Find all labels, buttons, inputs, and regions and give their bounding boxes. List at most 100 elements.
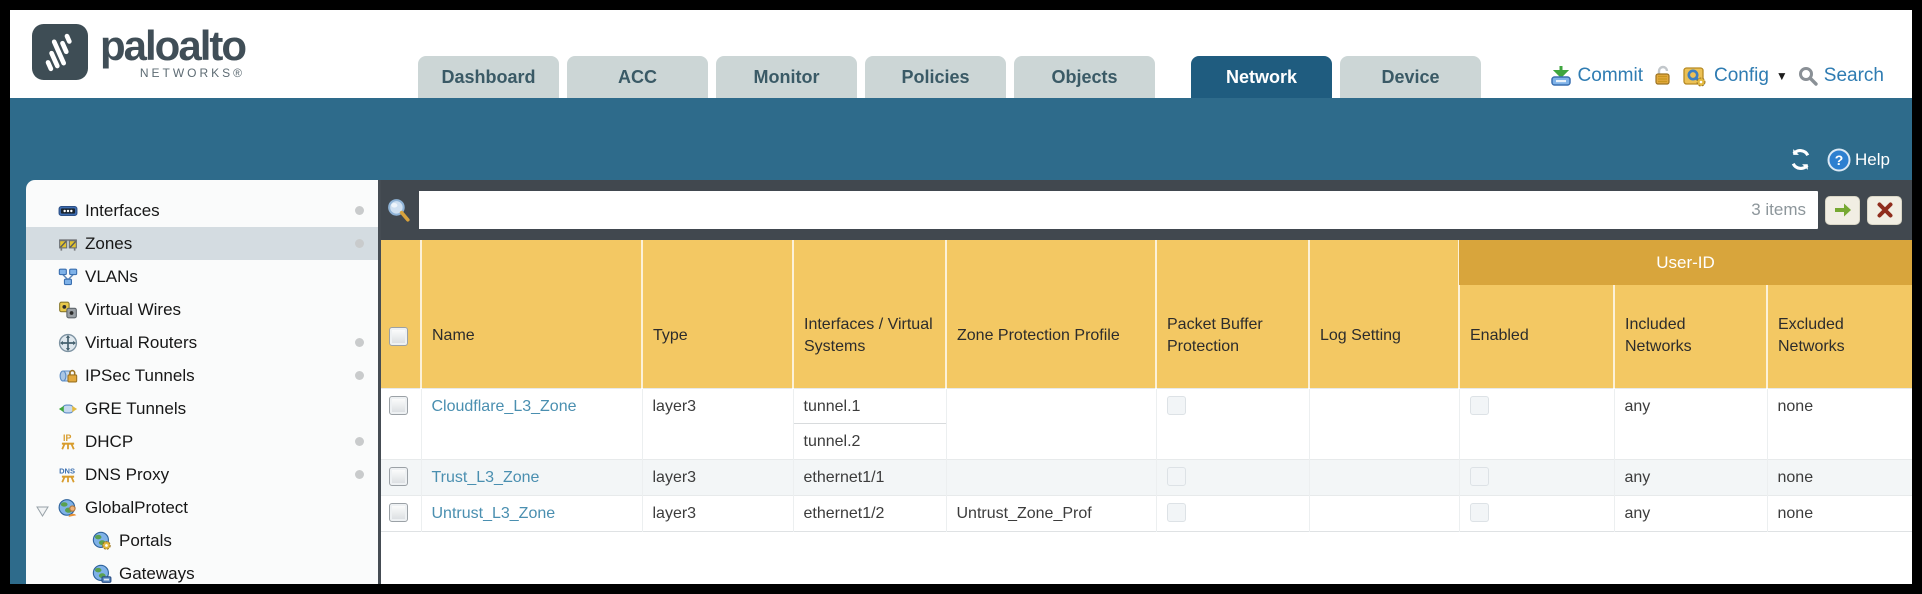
global-search-button[interactable]: Search bbox=[1797, 65, 1884, 87]
user-id-enabled-checkbox[interactable] bbox=[1469, 395, 1489, 415]
search-icon bbox=[1798, 67, 1818, 86]
sidebar-item-label: VLANs bbox=[85, 266, 138, 286]
column-header-type[interactable]: Type bbox=[642, 240, 794, 388]
arrow-right-icon bbox=[1834, 203, 1851, 217]
sidebar-item-gre-tunnels[interactable]: GRE Tunnels bbox=[26, 392, 378, 425]
sidebar-item-label: DHCP bbox=[85, 431, 134, 451]
help-button[interactable]: ? Help bbox=[1827, 148, 1890, 172]
row-select-checkbox[interactable] bbox=[389, 395, 408, 415]
brand-logo: paloalto NETWORKS® bbox=[32, 24, 247, 80]
sidebar-item-label: GlobalProtect bbox=[85, 497, 188, 517]
row-select-cell bbox=[381, 495, 422, 531]
tab-monitor[interactable]: Monitor bbox=[716, 56, 857, 98]
dhcp-icon: IP bbox=[58, 432, 78, 452]
sidebar-item-virtual-wires[interactable]: Virtual Wires bbox=[26, 293, 378, 326]
column-header-zone-protection-profile[interactable]: Zone Protection Profile bbox=[946, 240, 1157, 388]
tab-policies[interactable]: Policies bbox=[865, 56, 1006, 98]
filter-toolbar: 3 items bbox=[381, 180, 1912, 240]
user-id-enabled-checkbox[interactable] bbox=[1469, 466, 1489, 486]
user-id-enabled-checkbox[interactable] bbox=[1469, 502, 1489, 522]
cell-included-networks: any bbox=[1614, 388, 1768, 459]
cell-type: layer3 bbox=[642, 459, 794, 495]
ipsec-tunnels-icon bbox=[58, 366, 78, 386]
status-dot bbox=[355, 239, 364, 248]
vlans-icon bbox=[58, 267, 78, 287]
select-all-header-cell bbox=[381, 240, 422, 388]
sidebar-item-label: GRE Tunnels bbox=[85, 398, 187, 418]
sidebar-item-vlans[interactable]: VLANs bbox=[26, 260, 378, 293]
globalprotect-icon bbox=[58, 498, 78, 518]
zone-name-link[interactable]: Trust_L3_Zone bbox=[431, 468, 540, 486]
sidebar-item-ipsec-tunnels[interactable]: IPSec Tunnels bbox=[26, 359, 378, 392]
tab-dashboard[interactable]: Dashboard bbox=[418, 56, 559, 98]
sidebar-item-globalprotect[interactable]: GlobalProtect bbox=[26, 491, 378, 524]
sidebar-item-gateways[interactable]: Gateways bbox=[26, 557, 378, 584]
status-dot bbox=[355, 338, 364, 347]
cell-name: Untrust_L3_Zone bbox=[421, 495, 643, 531]
tab-acc[interactable]: ACC bbox=[567, 56, 708, 98]
sidebar-item-interfaces[interactable]: Interfaces bbox=[26, 194, 378, 227]
column-header-packet-buffer-protection[interactable]: Packet Buffer Protection bbox=[1156, 240, 1310, 388]
content-area: 3 items User-ID bbox=[378, 180, 1912, 584]
portals-icon bbox=[92, 531, 112, 551]
interface-entry: ethernet1/1 bbox=[803, 468, 885, 486]
packet-buffer-protection-checkbox[interactable] bbox=[1166, 395, 1186, 415]
sidebar-item-label: Gateways bbox=[119, 563, 195, 583]
left-teal-strip bbox=[10, 180, 26, 584]
gre-tunnels-icon bbox=[58, 399, 78, 419]
cell-excluded-networks: none bbox=[1777, 397, 1814, 415]
items-count: 3 items bbox=[1751, 200, 1806, 219]
filter-input[interactable] bbox=[419, 191, 1752, 229]
svg-text:DNS: DNS bbox=[59, 466, 75, 475]
lock-button[interactable] bbox=[1652, 65, 1674, 87]
row-select-checkbox[interactable] bbox=[389, 502, 408, 522]
sidebar-item-virtual-routers[interactable]: Virtual Routers bbox=[26, 326, 378, 359]
status-dot bbox=[355, 470, 364, 479]
row-select-cell bbox=[381, 459, 422, 495]
tab-objects[interactable]: Objects bbox=[1014, 56, 1155, 98]
user-id-group-header: User-ID bbox=[1459, 240, 1912, 285]
svg-text:?: ? bbox=[1835, 152, 1844, 168]
zone-name-link[interactable]: Untrust_L3_Zone bbox=[431, 504, 556, 522]
tab-device[interactable]: Device bbox=[1340, 56, 1481, 98]
virtual-wires-icon bbox=[58, 300, 78, 320]
cell-log-setting bbox=[1309, 459, 1460, 495]
sidebar-item-portals[interactable]: Portals bbox=[26, 524, 378, 557]
row-select-checkbox[interactable] bbox=[389, 466, 408, 486]
cell-log-setting bbox=[1309, 495, 1460, 531]
row-select-cell bbox=[381, 388, 422, 459]
sidebar-item-label: Zones bbox=[85, 233, 133, 253]
apply-filter-button[interactable] bbox=[1825, 195, 1860, 225]
commit-icon bbox=[1550, 66, 1571, 86]
packet-buffer-protection-checkbox[interactable] bbox=[1166, 502, 1186, 522]
expander-triangle-icon[interactable] bbox=[36, 502, 49, 517]
cell-log-setting bbox=[1309, 388, 1460, 459]
gateways-icon bbox=[92, 564, 112, 584]
column-header-name[interactable]: Name bbox=[421, 240, 643, 388]
commit-button[interactable]: Commit bbox=[1549, 64, 1643, 88]
interfaces-icon bbox=[58, 201, 78, 221]
zone-name-link[interactable]: Cloudflare_L3_Zone bbox=[431, 397, 577, 415]
cell-zone-protection-profile bbox=[946, 459, 1157, 495]
column-header-log-setting[interactable]: Log Setting bbox=[1309, 240, 1460, 388]
brand-subtitle: NETWORKS® bbox=[139, 66, 246, 80]
tab-network[interactable]: Network bbox=[1191, 56, 1332, 98]
column-header-interfaces-virtual-systems[interactable]: Interfaces / Virtual Systems bbox=[793, 240, 947, 388]
interface-entry: ethernet1/2 bbox=[803, 504, 885, 522]
select-all-checkbox[interactable] bbox=[389, 326, 408, 346]
sidebar-item-label: Interfaces bbox=[85, 200, 160, 220]
config-button[interactable]: Config ▼ bbox=[1683, 64, 1788, 88]
svg-text:IP: IP bbox=[63, 432, 71, 442]
cell-user-id-enabled bbox=[1459, 495, 1615, 531]
clear-filter-button[interactable] bbox=[1867, 195, 1902, 225]
cell-zone-protection-profile: Untrust_Zone_Prof bbox=[946, 495, 1157, 531]
packet-buffer-protection-checkbox[interactable] bbox=[1166, 466, 1186, 486]
sidebar-item-dhcp[interactable]: IP DHCP bbox=[26, 425, 378, 458]
sidebar-item-zones[interactable]: Zones bbox=[26, 227, 378, 260]
refresh-button[interactable] bbox=[1788, 147, 1813, 172]
commit-label: Commit bbox=[1577, 65, 1643, 86]
